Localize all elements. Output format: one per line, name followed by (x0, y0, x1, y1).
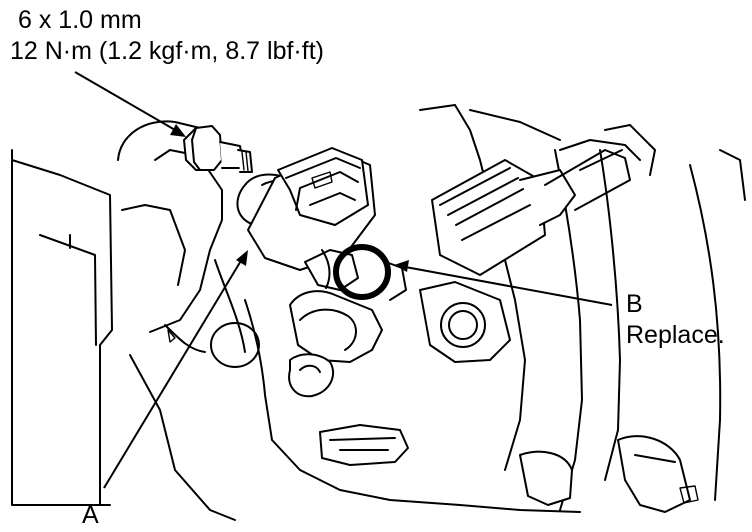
callout-b-note: Replace. (626, 321, 725, 349)
callout-b-label: B (626, 290, 643, 318)
torque-spec-label: 12 N·m (1.2 kgf·m, 8.7 lbf·ft) (10, 37, 324, 65)
right-electrical-connector (431, 149, 631, 276)
sensor-a (236, 147, 376, 291)
bolt-6x1-0mm (183, 125, 253, 173)
leader-arrows (74, 71, 613, 489)
sensor-mount-boss (288, 281, 511, 398)
engine-block-outline (11, 104, 746, 521)
bolt-size-label: 6 x 1.0 mm (18, 6, 142, 34)
lower-hose-clips (319, 424, 699, 513)
callout-a-label: A (82, 501, 99, 529)
